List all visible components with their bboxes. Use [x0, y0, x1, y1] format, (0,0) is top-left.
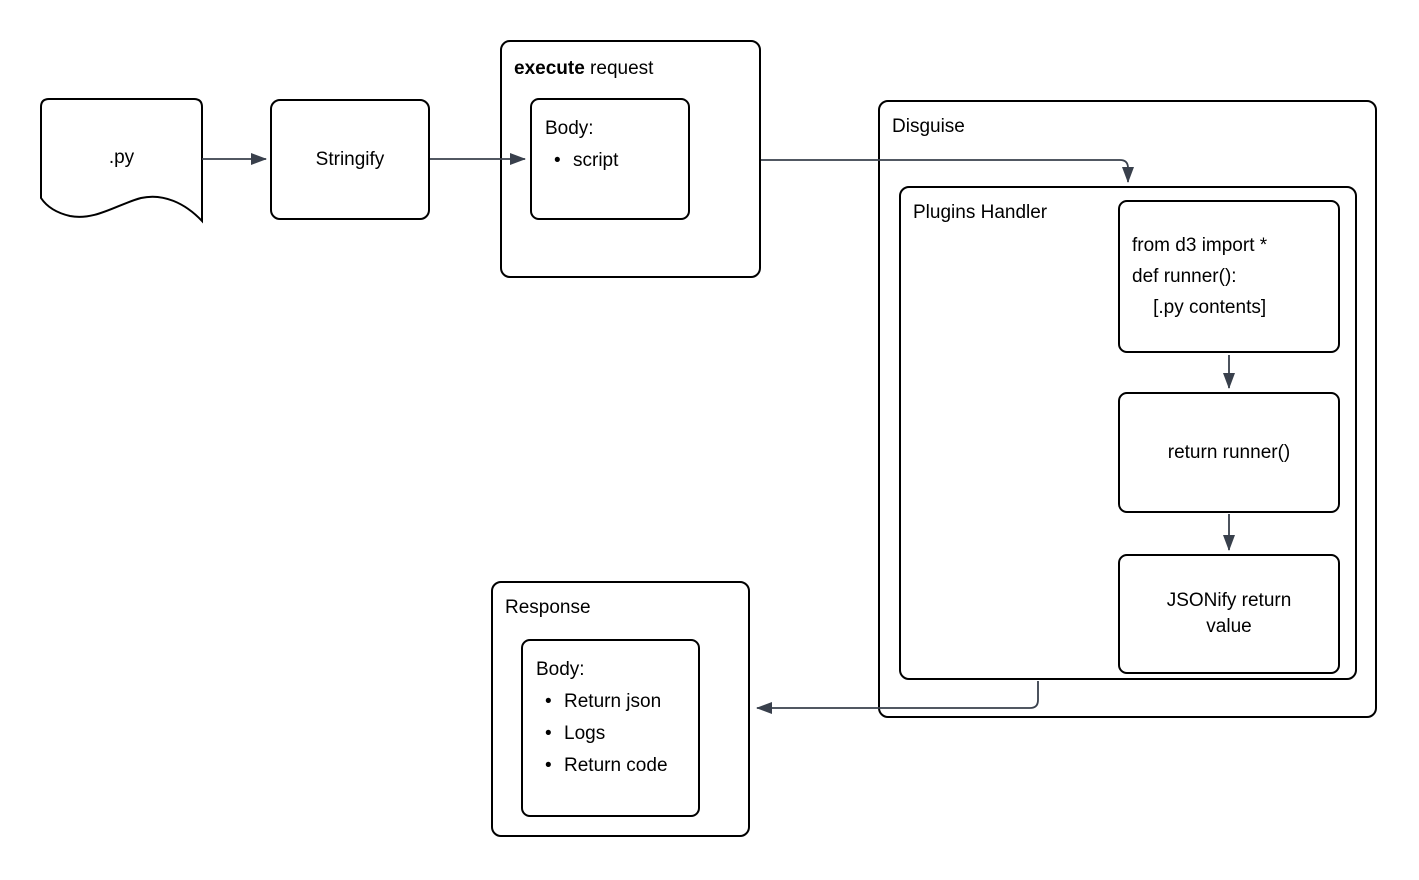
code-line-1: from d3 import *	[1132, 235, 1268, 256]
return-runner-node: return runner()	[1118, 392, 1340, 513]
plugins-handler-group: Plugins Handler from d3 import * def run…	[899, 186, 1357, 680]
code-line-2: def runner():	[1132, 266, 1237, 287]
execute-request-node: execute request Body: script	[500, 40, 761, 278]
jsonify-label: JSONify return value	[1166, 590, 1292, 637]
jsonify-node: JSONify return value	[1118, 554, 1340, 674]
execute-request-title-bold: execute	[514, 58, 585, 79]
execute-body-item: script	[554, 145, 682, 177]
py-file-node-label: .py	[108, 147, 135, 168]
stringify-node-label: Stringify	[315, 148, 385, 170]
disguise-title: Disguise	[892, 116, 965, 137]
response-body-box: Body: Return json Logs Return code	[521, 639, 700, 817]
execute-body-title: Body:	[545, 118, 594, 139]
response-body-title: Body:	[536, 659, 585, 680]
code-line-3: [.py contents]	[1132, 297, 1267, 318]
execute-request-body-box: Body: script	[530, 98, 690, 220]
execute-request-title: execute request	[514, 58, 653, 80]
response-body-item: Return code	[545, 750, 692, 782]
response-body-item: Return json	[545, 686, 692, 718]
response-body-item: Logs	[545, 718, 692, 750]
response-node: Response Body: Return json Logs Return c…	[491, 581, 750, 837]
code-snippet-node: from d3 import * def runner(): [.py cont…	[1118, 200, 1340, 353]
disguise-group: Disguise Plugins Handler from d3 import …	[878, 100, 1377, 718]
execute-request-title-rest: request	[584, 58, 654, 79]
stringify-node: Stringify	[270, 99, 430, 220]
response-title: Response	[505, 597, 591, 618]
plugins-handler-title: Plugins Handler	[913, 202, 1048, 223]
return-runner-label: return runner()	[1167, 441, 1291, 463]
